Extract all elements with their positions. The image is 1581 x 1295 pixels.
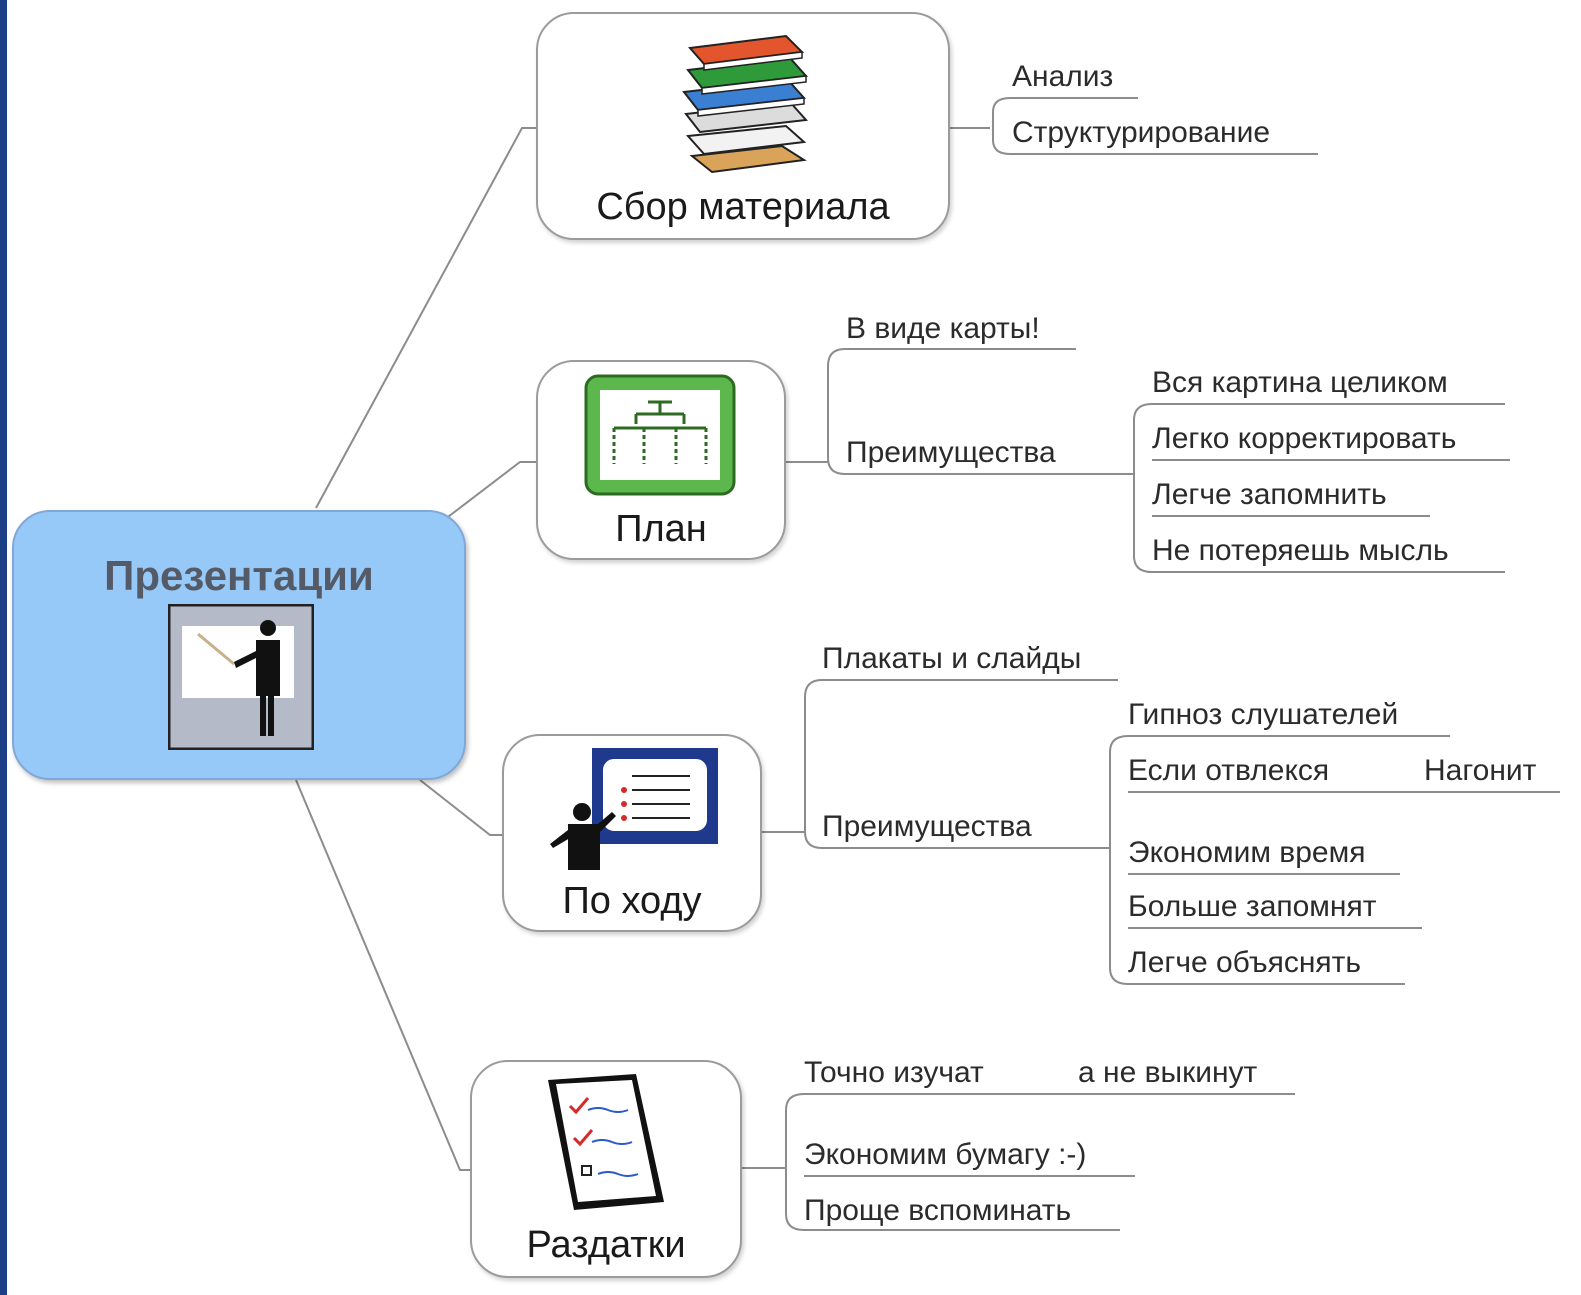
leaf-whole-picture[interactable]: Вся картина целиком (1152, 366, 1448, 399)
leaf-easier-recall[interactable]: Проще вспоминать (804, 1194, 1072, 1227)
org-chart-icon (584, 374, 736, 501)
topic-handouts[interactable]: Раздатки (470, 1060, 742, 1278)
leaf-remember-more[interactable]: Больше запомнят (1128, 890, 1377, 923)
topic-collect-material[interactable]: Сбор материала (536, 12, 950, 240)
topic-plan[interactable]: План (536, 360, 786, 560)
leaf-save-paper[interactable]: Экономим бумагу :-) (804, 1138, 1087, 1171)
root-title: Презентации (104, 552, 374, 599)
topic-during-label: По ходу (562, 880, 702, 922)
leaf-structuring[interactable]: Структурирование (1012, 116, 1271, 149)
leaf-catch-up[interactable]: Нагонит (1424, 754, 1537, 787)
leaf-easier-remember[interactable]: Легче запомнить (1152, 478, 1387, 511)
leaf-posters-slides[interactable]: Плакаты и слайды (822, 642, 1082, 675)
leaf-not-throw-away[interactable]: а не выкинут (1078, 1056, 1258, 1089)
checklist-icon (542, 1072, 672, 1217)
slide-left-edge (0, 0, 7, 1295)
leaf-if-distracted[interactable]: Если отвлекся (1128, 754, 1330, 787)
leaf-not-lose-thought[interactable]: Не потеряешь мысль (1152, 534, 1449, 567)
presenter-icon (167, 603, 315, 755)
leaf-plan-advantages[interactable]: Преимущества (846, 436, 1056, 469)
leaf-hypnosis[interactable]: Гипноз слушателей (1128, 698, 1399, 731)
leaf-easy-correct[interactable]: Легко корректировать (1152, 422, 1457, 455)
leaf-during-advantages[interactable]: Преимущества (822, 810, 1032, 843)
leaf-analysis[interactable]: Анализ (1012, 60, 1114, 93)
topic-during[interactable]: По ходу (502, 734, 762, 932)
leaf-study-exactly[interactable]: Точно изучат (804, 1056, 984, 1089)
root-node-presentations[interactable]: Презентации (12, 510, 466, 780)
leaf-map-view[interactable]: В виде карты! (846, 312, 1040, 345)
topic-handouts-label: Раздатки (526, 1224, 686, 1266)
topic-collect-label: Сбор материала (596, 186, 890, 228)
leaf-easier-explain[interactable]: Легче объяснять (1128, 946, 1362, 979)
topic-plan-label: План (615, 508, 707, 550)
leaf-save-time[interactable]: Экономим время (1128, 836, 1366, 869)
presenter-board-icon (548, 746, 720, 877)
books-stack-icon (678, 34, 812, 179)
